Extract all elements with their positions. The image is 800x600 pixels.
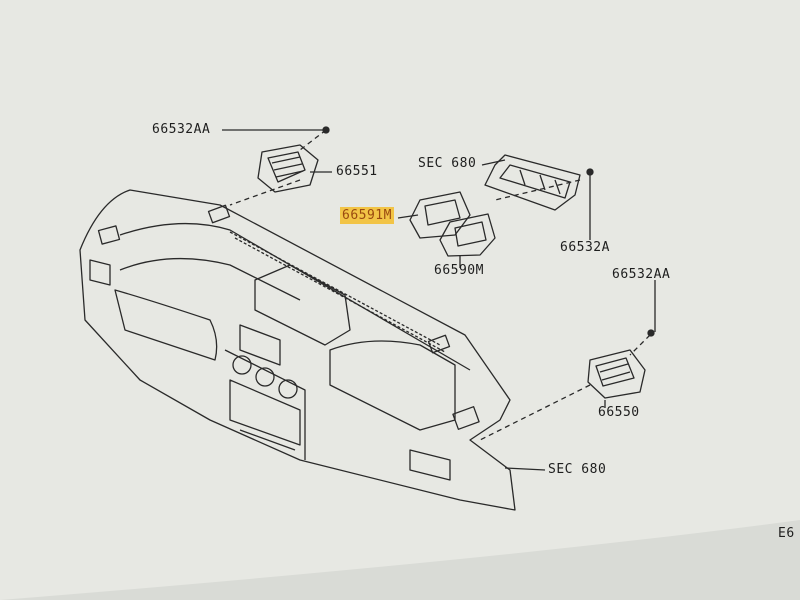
upper-bracket-part [484, 154, 581, 211]
label-66532aa-right: 66532AA [612, 267, 671, 282]
label-66551: 66551 [336, 164, 378, 179]
leader-lines [222, 129, 656, 471]
label-corner-ref: E6 [778, 526, 795, 541]
right-vent-part [587, 349, 646, 399]
label-66591m-highlighted: 66591M [340, 207, 394, 224]
label-66550: 66550 [598, 405, 640, 420]
label-sec680-lower: SEC 680 [548, 462, 607, 477]
label-66532aa-top: 66532AA [152, 122, 211, 137]
center-vents-part [409, 191, 496, 257]
left-vent-part [257, 144, 319, 193]
screw-icons [322, 126, 655, 337]
label-66590m: 66590M [434, 263, 484, 278]
label-sec680-upper: SEC 680 [418, 156, 477, 171]
dashboard-panel [79, 189, 516, 511]
label-66532a: 66532A [560, 240, 610, 255]
